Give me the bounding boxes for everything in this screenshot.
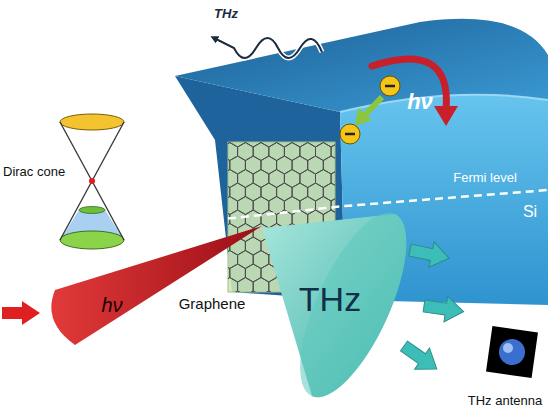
electron bbox=[380, 76, 400, 96]
photon-label: hν bbox=[407, 89, 433, 114]
graphene-label: Graphene bbox=[179, 295, 246, 312]
dirac-point bbox=[89, 178, 95, 184]
lattice-hexagon bbox=[245, 142, 261, 147]
lattice-hexagon bbox=[228, 251, 238, 269]
electron-arrow bbox=[364, 97, 382, 116]
fermi-level-label: Fermi level bbox=[453, 171, 517, 186]
electron-minus bbox=[385, 85, 395, 88]
lattice-hexagon bbox=[277, 142, 293, 147]
antenna-label: THz antenna bbox=[468, 394, 542, 409]
lattice-hexagon bbox=[323, 183, 335, 201]
antenna-lens bbox=[499, 339, 525, 365]
lattice-hexagon bbox=[228, 291, 230, 292]
lattice-hexagon bbox=[261, 142, 277, 147]
lattice-hexagon bbox=[228, 143, 238, 161]
lattice-hexagon bbox=[308, 142, 324, 147]
thz-wave bbox=[214, 38, 322, 58]
silicon-label: Si bbox=[523, 203, 537, 221]
dirac-cone-edge bbox=[60, 122, 124, 240]
dirac-bottom-ellipse bbox=[60, 231, 124, 249]
electron-arrowhead bbox=[355, 108, 372, 126]
wave-label: THz bbox=[214, 7, 238, 22]
lattice-hexagon bbox=[228, 197, 238, 215]
lattice-hexagon bbox=[323, 156, 335, 174]
photon-label: hν bbox=[101, 294, 122, 317]
electron-minus bbox=[345, 133, 355, 136]
emission-arrow bbox=[397, 335, 445, 379]
laser-arrow bbox=[2, 301, 40, 325]
dirac-top-ellipse bbox=[60, 114, 124, 130]
thz-wave-outline bbox=[214, 38, 322, 58]
emission-arrow bbox=[422, 293, 465, 324]
dirac-cone-label: Dirac cone bbox=[3, 165, 65, 180]
lattice-hexagon bbox=[230, 291, 246, 292]
dirac-fermi-ellipse bbox=[79, 207, 105, 214]
photon-arrowhead bbox=[434, 106, 458, 126]
electron bbox=[340, 124, 360, 144]
lattice-hexagon bbox=[292, 142, 308, 147]
lattice-hexagon bbox=[253, 278, 269, 293]
laser-beam bbox=[51, 226, 262, 345]
antenna-icon bbox=[486, 326, 538, 378]
lattice-hexagon bbox=[230, 142, 246, 147]
antenna-lens-highlight bbox=[503, 343, 513, 353]
lattice-hexagon bbox=[228, 170, 238, 188]
emission-arrow bbox=[407, 237, 452, 271]
lattice-hexagon bbox=[228, 278, 238, 293]
thz-label: THz bbox=[299, 280, 361, 319]
lattice-hexagon bbox=[245, 291, 261, 292]
dirac-cone-edge bbox=[60, 122, 124, 240]
lattice-hexagon bbox=[261, 291, 277, 292]
lattice-hexagon bbox=[238, 278, 254, 293]
thz-cone-end bbox=[279, 199, 427, 411]
